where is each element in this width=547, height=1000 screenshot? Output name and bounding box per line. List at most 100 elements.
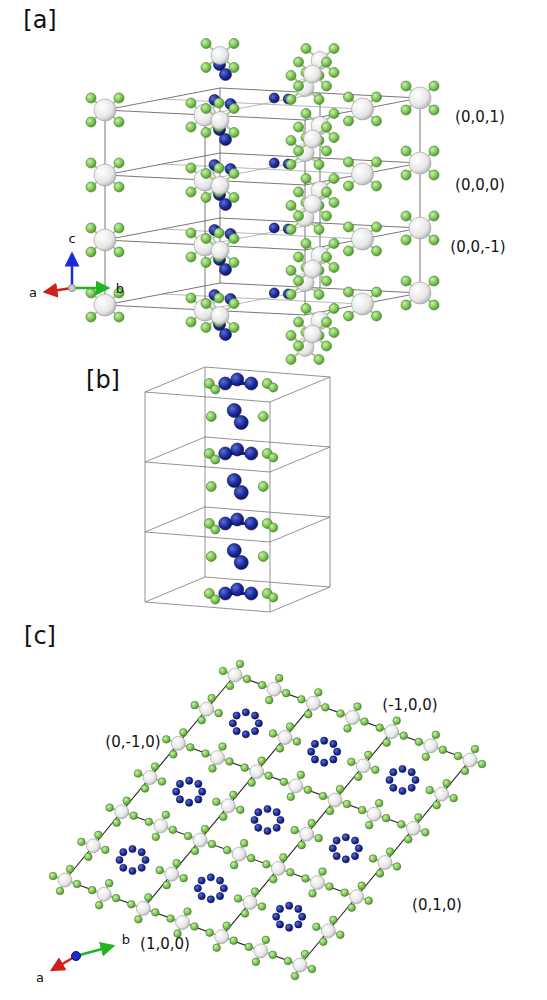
nitrogen-atom — [251, 712, 258, 719]
nitrogen-atom — [264, 805, 271, 812]
halide-atom — [343, 800, 351, 808]
nitrogen-atom — [245, 517, 258, 530]
halide-atom — [229, 323, 239, 333]
nitrogen-atom — [269, 93, 279, 103]
halide-atom — [294, 317, 304, 327]
halide-atom — [186, 252, 196, 262]
halide-atom — [169, 826, 177, 834]
halide-atom — [313, 923, 321, 931]
halide-atom — [375, 799, 383, 807]
cell-edge — [65, 880, 300, 965]
halide-atom — [314, 225, 324, 235]
metal-atom — [211, 112, 229, 130]
halide-atom — [105, 879, 113, 887]
metal-atom — [211, 47, 229, 65]
halide-atom — [365, 751, 373, 759]
nitrogen-atom — [286, 902, 293, 909]
halide-atom — [114, 223, 124, 233]
halide-atom — [322, 704, 330, 712]
metal-atom — [154, 819, 168, 833]
metal-atom — [215, 930, 229, 944]
halide-atom — [211, 595, 220, 604]
halide-atom — [206, 482, 216, 492]
halide-atom — [163, 736, 171, 744]
halide-atom — [230, 937, 238, 945]
cell-edge — [145, 602, 270, 612]
halide-atom — [429, 105, 439, 115]
halide-atom — [287, 869, 295, 877]
metal-atom — [385, 725, 399, 739]
nitrogen-atom — [229, 720, 236, 727]
metal-atom — [409, 282, 431, 304]
metal-atom — [304, 65, 322, 83]
nitrogen-atom — [194, 885, 201, 892]
cell-edge — [205, 577, 330, 587]
metal-atom — [211, 307, 229, 325]
halide-atom — [429, 146, 439, 156]
nitrogen-atom — [129, 845, 136, 852]
cell-edge — [163, 99, 363, 109]
halide-atom — [286, 723, 294, 731]
axis-label: a — [36, 971, 44, 985]
halide-atom — [220, 813, 228, 821]
nitrogen-atom — [264, 827, 271, 834]
nitrogen-atom — [311, 740, 318, 747]
nitrogen-atom — [269, 223, 279, 233]
halide-atom — [315, 834, 323, 842]
halide-atom — [329, 263, 339, 273]
metal-atom — [211, 242, 229, 260]
halide-atom — [320, 938, 328, 946]
metal-atom — [228, 668, 242, 682]
nitrogen-atom — [207, 874, 214, 881]
halide-atom — [114, 93, 124, 103]
nitrogen-atom — [333, 837, 340, 844]
metal-atom — [143, 771, 157, 785]
halide-atom — [372, 287, 382, 297]
nitrogen-atom — [219, 447, 232, 460]
direction-label: (0,0,0) — [455, 177, 505, 194]
halide-atom — [102, 846, 110, 854]
nitrogen-atom — [321, 759, 328, 766]
halide-atom — [284, 957, 292, 965]
halide-atom — [252, 958, 260, 966]
halide-atom — [329, 304, 339, 314]
halide-atom — [286, 71, 296, 81]
halide-atom — [401, 81, 411, 91]
halide-atom — [280, 854, 288, 862]
nitrogen-atom — [231, 443, 244, 456]
halide-atom — [170, 751, 178, 759]
nitrogen-atom — [138, 864, 145, 871]
halide-atom — [213, 944, 221, 952]
metal-atom — [211, 177, 229, 195]
halide-atom — [286, 355, 296, 365]
halide-atom — [365, 821, 373, 829]
cell-edge — [145, 577, 205, 602]
halide-atom — [236, 660, 244, 668]
halide-atom — [240, 839, 248, 847]
metal-atom — [293, 958, 307, 972]
halide-atom — [191, 701, 199, 709]
halide-atom — [128, 901, 136, 909]
halide-atom — [336, 785, 344, 793]
halide-atom — [106, 804, 114, 812]
metal-atom — [304, 260, 322, 278]
halide-atom — [186, 98, 196, 108]
nitrogen-atom — [116, 856, 123, 863]
nitrogen-atom — [186, 777, 193, 784]
halide-atom — [393, 863, 401, 871]
panel-label: [b] — [86, 367, 120, 393]
halide-atom — [269, 730, 277, 738]
halide-atom — [429, 300, 439, 310]
nitrogen-atom — [269, 288, 279, 298]
halide-atom — [354, 703, 362, 711]
halide-atom — [86, 247, 96, 257]
metal-atom — [406, 821, 420, 835]
metal-atom — [409, 87, 431, 109]
halide-atom — [294, 81, 304, 91]
nitrogen-atom — [255, 720, 262, 727]
nitrogen-atom — [412, 776, 419, 783]
halide-atom — [439, 746, 447, 754]
nitrogen-atom — [351, 837, 358, 844]
halide-atom — [294, 146, 304, 156]
halide-atom — [329, 133, 339, 143]
